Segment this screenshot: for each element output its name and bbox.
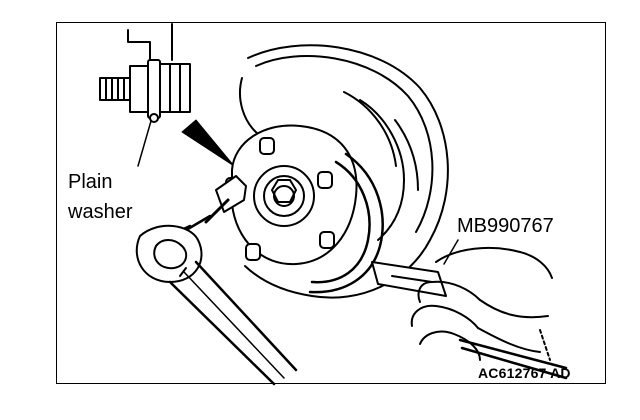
brake-disc: [238, 44, 449, 299]
plain-washer-label-line2: washer: [68, 201, 133, 223]
washer-leader-line: [137, 120, 152, 167]
plain-washer-label-line1: Plain: [68, 171, 113, 193]
special-tool-label: MB990767: [457, 215, 554, 237]
figure-code-label: AC612767 AD: [478, 365, 571, 381]
hand: [410, 246, 553, 361]
pointer-arrow: [181, 119, 235, 167]
special-tool-mb990767: [308, 152, 459, 297]
tool-handle-lower: [458, 338, 568, 380]
bolt-with-washer: [99, 59, 191, 123]
inset-bolt-detail: [99, 23, 191, 167]
ratchet-wrench: [135, 175, 298, 386]
hub-flange: [225, 124, 358, 266]
